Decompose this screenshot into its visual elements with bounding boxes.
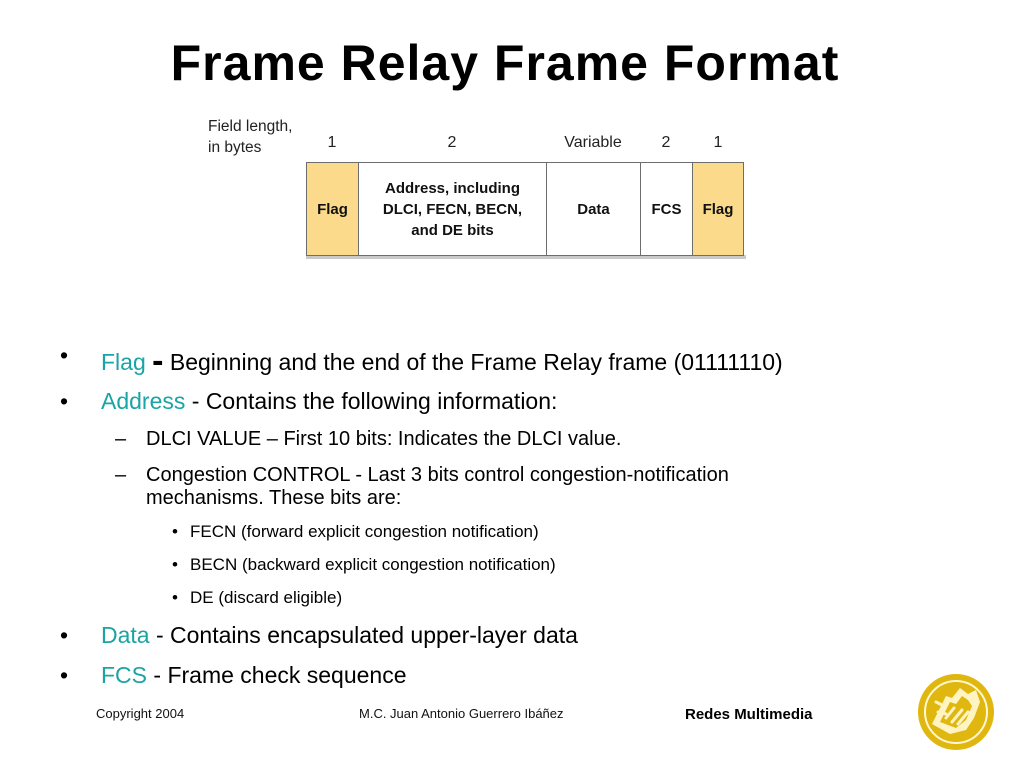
length-flag-start: 1 — [327, 134, 337, 151]
field-address: Address, including DLCI, FECN, BECN, and… — [358, 162, 547, 256]
subsub-bullet-de-text: DE (discard eligible) — [190, 588, 343, 607]
field-flag-start-label: Flag — [317, 200, 348, 218]
length-fcs: 2 — [661, 134, 671, 151]
bullet-icon: • — [60, 342, 69, 368]
bullet-icon: • — [172, 555, 178, 574]
bullet-icon: • — [60, 622, 69, 648]
field-address-line3: and DE bits — [411, 221, 494, 239]
separator-dash: - — [152, 342, 164, 380]
bullet-icon: • — [60, 662, 69, 688]
footer-copyright: Copyright 2004 — [96, 706, 185, 721]
length-data: Variable — [564, 134, 622, 151]
field-length-label-line2: in bytes — [208, 139, 262, 156]
field-length-label: Field length, in bytes — [208, 116, 292, 158]
bullet-icon: • — [60, 388, 69, 414]
bullet-address-text: - Contains the following information: — [185, 388, 558, 414]
field-address-line2: DLCI, FECN, BECN, — [382, 200, 523, 218]
bullet-fcs-text: - Frame check sequence — [147, 662, 407, 688]
keyword-fcs: FCS — [101, 662, 147, 688]
sub-bullet-congestion-text: Congestion CONTROL - Last 3 bits control… — [146, 464, 886, 510]
field-flag-start: Flag — [306, 162, 359, 256]
bullet-icon: • — [172, 522, 178, 541]
field-data: Data — [546, 162, 641, 256]
field-flag-end-label: Flag — [702, 200, 734, 218]
bullet-data-text: - Contains encapsulated upper-layer data — [149, 622, 578, 648]
subsub-bullet-becn-text: BECN (backward explicit congestion notif… — [190, 555, 556, 574]
length-flag-end: 1 — [713, 134, 723, 151]
sub-bullet-congestion-line1: Congestion CONTROL - Last 3 bits control… — [146, 464, 729, 486]
field-address-line1: Address, including — [384, 179, 520, 197]
slide-title: Frame Relay Frame Format — [170, 35, 840, 91]
footer-course: Redes Multimedia — [685, 706, 813, 723]
frame-shadow — [306, 255, 746, 259]
keyword-data: Data — [101, 622, 150, 648]
keyword-address: Address — [101, 388, 186, 414]
subsub-bullet-fecn-text: FECN (forward explicit congestion notifi… — [190, 522, 539, 541]
frame-format-diagram: Field length, in bytes 1 2 Variable 2 1 … — [0, 0, 1024, 300]
field-fcs: FCS — [640, 162, 693, 256]
footer-author: M.C. Juan Antonio Guerrero Ibáñez — [359, 706, 564, 721]
dash-icon: – — [115, 464, 127, 486]
sub-bullet-dlci-text: DLCI VALUE – First 10 bits: Indicates th… — [146, 428, 622, 450]
field-fcs-label: FCS — [651, 200, 682, 218]
length-address: 2 — [447, 134, 457, 151]
dash-icon: – — [115, 428, 127, 450]
university-logo-icon — [918, 674, 994, 750]
field-length-label-line1: Field length, — [208, 118, 293, 135]
bullet-icon: • — [172, 588, 178, 607]
keyword-flag: Flag — [101, 349, 146, 375]
sub-bullet-congestion-line2: mechanisms. These bits are: — [146, 487, 402, 509]
field-flag-end: Flag — [692, 162, 744, 256]
field-data-label: Data — [577, 200, 610, 218]
bullet-flag-text: Beginning and the end of the Frame Relay… — [169, 349, 783, 375]
